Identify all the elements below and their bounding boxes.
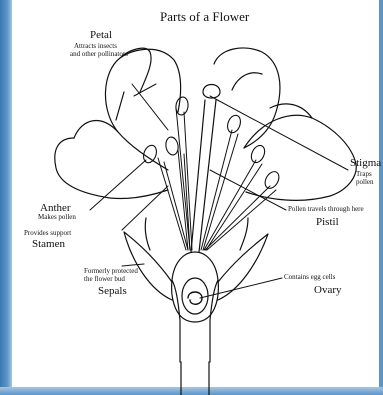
stamen-description: Provides support	[24, 230, 71, 237]
sepals-leader-line	[122, 264, 144, 266]
sepals-label: Sepals	[98, 286, 127, 297]
ovary-label: Ovary	[314, 285, 342, 296]
petal-leader-line	[132, 84, 168, 130]
petal-description-line2: and other pollinators	[70, 51, 128, 58]
sepals-description-line2: the flower bud	[84, 276, 125, 283]
stem	[172, 280, 218, 395]
anther-leader-line	[90, 160, 146, 210]
leader-lines	[90, 84, 348, 298]
left-petals	[55, 48, 181, 198]
pistil-label: Pistil	[316, 217, 339, 228]
pistil-style	[191, 85, 220, 253]
anther-description: Makes pollen	[38, 214, 76, 221]
right-petals	[214, 48, 356, 200]
ovary-description: Contains egg cells	[284, 274, 335, 281]
diagram-title: Parts of a Flower	[160, 10, 249, 23]
stigma-label: Stigma	[350, 158, 381, 169]
ovary-leader-line	[200, 278, 282, 298]
filaments	[158, 108, 276, 250]
stamen-label: Stamen	[32, 239, 65, 250]
petal-label: Petal	[90, 30, 112, 41]
pistil-description: Pollen travels through here	[288, 206, 364, 213]
stigma-description-line2: pollen	[356, 179, 374, 186]
sepals-shape	[124, 218, 268, 300]
